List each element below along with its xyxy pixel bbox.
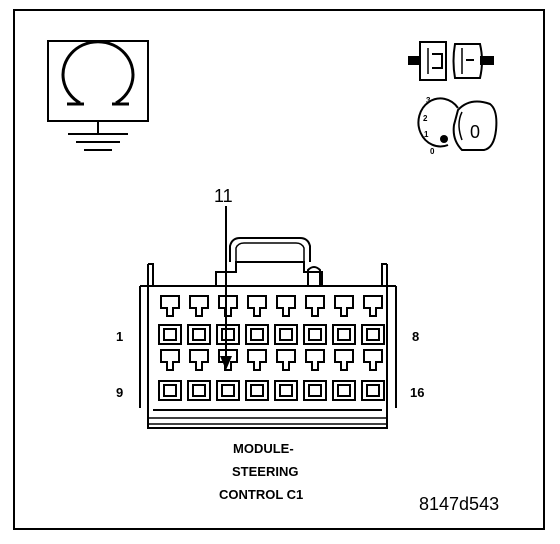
pin-cavity-inner [221, 328, 235, 341]
terminal-latch [218, 295, 238, 317]
terminal-latch [305, 349, 325, 371]
connector-face [139, 237, 397, 429]
pin-cavity-inner [279, 328, 293, 341]
terminal-latch [276, 349, 296, 371]
terminal-latch [334, 349, 354, 371]
pin-number-last-row1: 8 [412, 329, 419, 344]
ignition-position-2: 2 [423, 114, 428, 123]
diagram-border [13, 9, 545, 530]
pin-number-first-row1: 1 [116, 329, 123, 344]
pin-cavity-inner [221, 384, 235, 397]
pin-number-first-row2: 9 [116, 385, 123, 400]
ignition-position-1: 1 [424, 130, 429, 139]
pin-cavity-inner [337, 328, 351, 341]
terminal-latch [276, 295, 296, 317]
ignition-key-off-icon: 3 2 1 0 0 [417, 96, 498, 156]
terminal-latch [160, 295, 180, 317]
figure-id: 8147d543 [419, 494, 499, 514]
terminal-latch [160, 349, 180, 371]
pin-cavity-inner [163, 384, 177, 397]
pin-callout: 11 [214, 186, 233, 370]
ignition-position-3: 3 [426, 96, 431, 105]
terminal-latch [363, 295, 383, 317]
pin-cavity-inner [192, 328, 206, 341]
pin-cavity-inner [250, 384, 264, 397]
pin-cavity-inner [337, 384, 351, 397]
terminal-latch [334, 295, 354, 317]
pin-cavity-inner [250, 328, 264, 341]
pin-cavity-inner [279, 384, 293, 397]
pin-callout-label: 11 [214, 186, 233, 206]
ohmmeter-ground-icon [47, 40, 149, 151]
cavity-grid [158, 295, 385, 401]
terminal-latch [247, 295, 267, 317]
ignition-position-0: 0 [430, 147, 435, 156]
pin-cavity-inner [308, 384, 322, 397]
terminal-latch [247, 349, 267, 371]
pin-cavity-inner [163, 328, 177, 341]
pin-cavity-inner [192, 384, 206, 397]
terminal-latch [363, 349, 383, 371]
disconnected-connector-icon [408, 41, 494, 81]
terminal-latch [189, 295, 209, 317]
connector-title-line-1: MODULE- [233, 441, 294, 456]
connector-title-line-2: STEERING [232, 464, 298, 479]
terminal-latch [305, 295, 325, 317]
pin-number-last-row2: 16 [410, 385, 424, 400]
ignition-key-label: 0 [470, 122, 480, 142]
pin-cavity-inner [366, 328, 380, 341]
connector-title-line-3: CONTROL C1 [219, 487, 303, 502]
terminal-latch [189, 349, 209, 371]
pin-cavity-inner [366, 384, 380, 397]
pin-cavity-inner [308, 328, 322, 341]
